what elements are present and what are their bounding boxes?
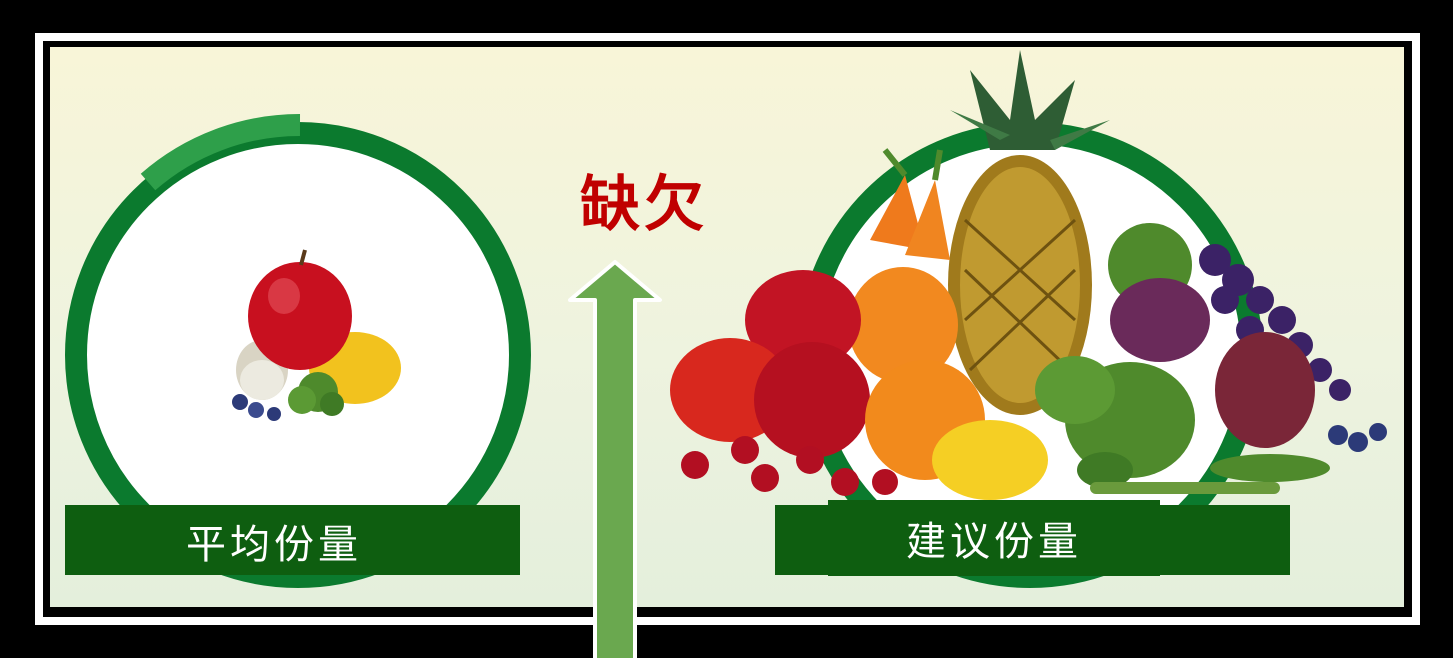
deficit-arrow [568, 260, 662, 658]
deficit-label: 缺欠 [580, 170, 708, 240]
right-portion-label: 建议份量 [828, 500, 1160, 576]
left-portion-label-text: 平均份量 [186, 522, 362, 568]
left-portion-label: 平均份量 [158, 507, 390, 575]
small-food-image [232, 249, 401, 421]
large-food-image [670, 50, 1387, 500]
right-portion-label-text: 建议份量 [906, 519, 1082, 565]
